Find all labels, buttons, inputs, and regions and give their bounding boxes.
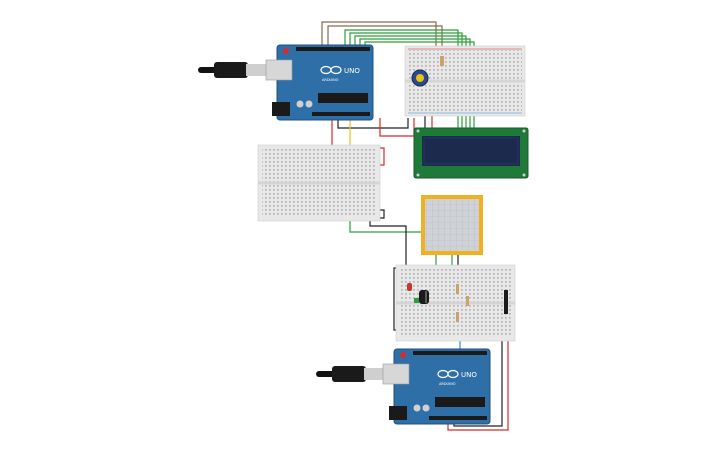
board-logo-text: UNO [344, 67, 360, 75]
usb-plug-icon [316, 366, 384, 382]
resistor-b3 [466, 296, 469, 306]
board-brand-text: ARDUINO [439, 382, 456, 386]
board-brand-text: ARDUINO [322, 78, 339, 82]
lcd-display[interactable] [413, 127, 529, 179]
capacitor [419, 290, 429, 304]
breadboard-top[interactable] [404, 45, 526, 117]
wire-black-down [369, 218, 407, 268]
breadboard-middle[interactable] [257, 144, 381, 222]
wire-red-top-right [379, 118, 415, 137]
wire-black-mid [337, 118, 409, 129]
wire-brown-2 [327, 25, 443, 56]
breadboard-bottom[interactable] [395, 264, 516, 342]
resistor-b2 [456, 312, 459, 322]
led-red [407, 283, 412, 291]
resistor-b1 [456, 284, 459, 294]
wire-red-bottom [447, 330, 509, 431]
pin-header [504, 290, 508, 314]
sensor-panel[interactable] [421, 195, 483, 255]
small-component [414, 298, 419, 303]
infinity-icon [437, 369, 459, 379]
infinity-icon [320, 65, 342, 75]
usb-plug-icon [198, 62, 266, 78]
knob-icon[interactable] [411, 69, 429, 87]
arduino-bottom[interactable]: UNO ARDUINO [316, 348, 491, 425]
arduino-top[interactable]: UNO ARDUINO [198, 44, 374, 121]
resistor [440, 56, 444, 66]
board-logo-text: UNO [461, 371, 477, 379]
